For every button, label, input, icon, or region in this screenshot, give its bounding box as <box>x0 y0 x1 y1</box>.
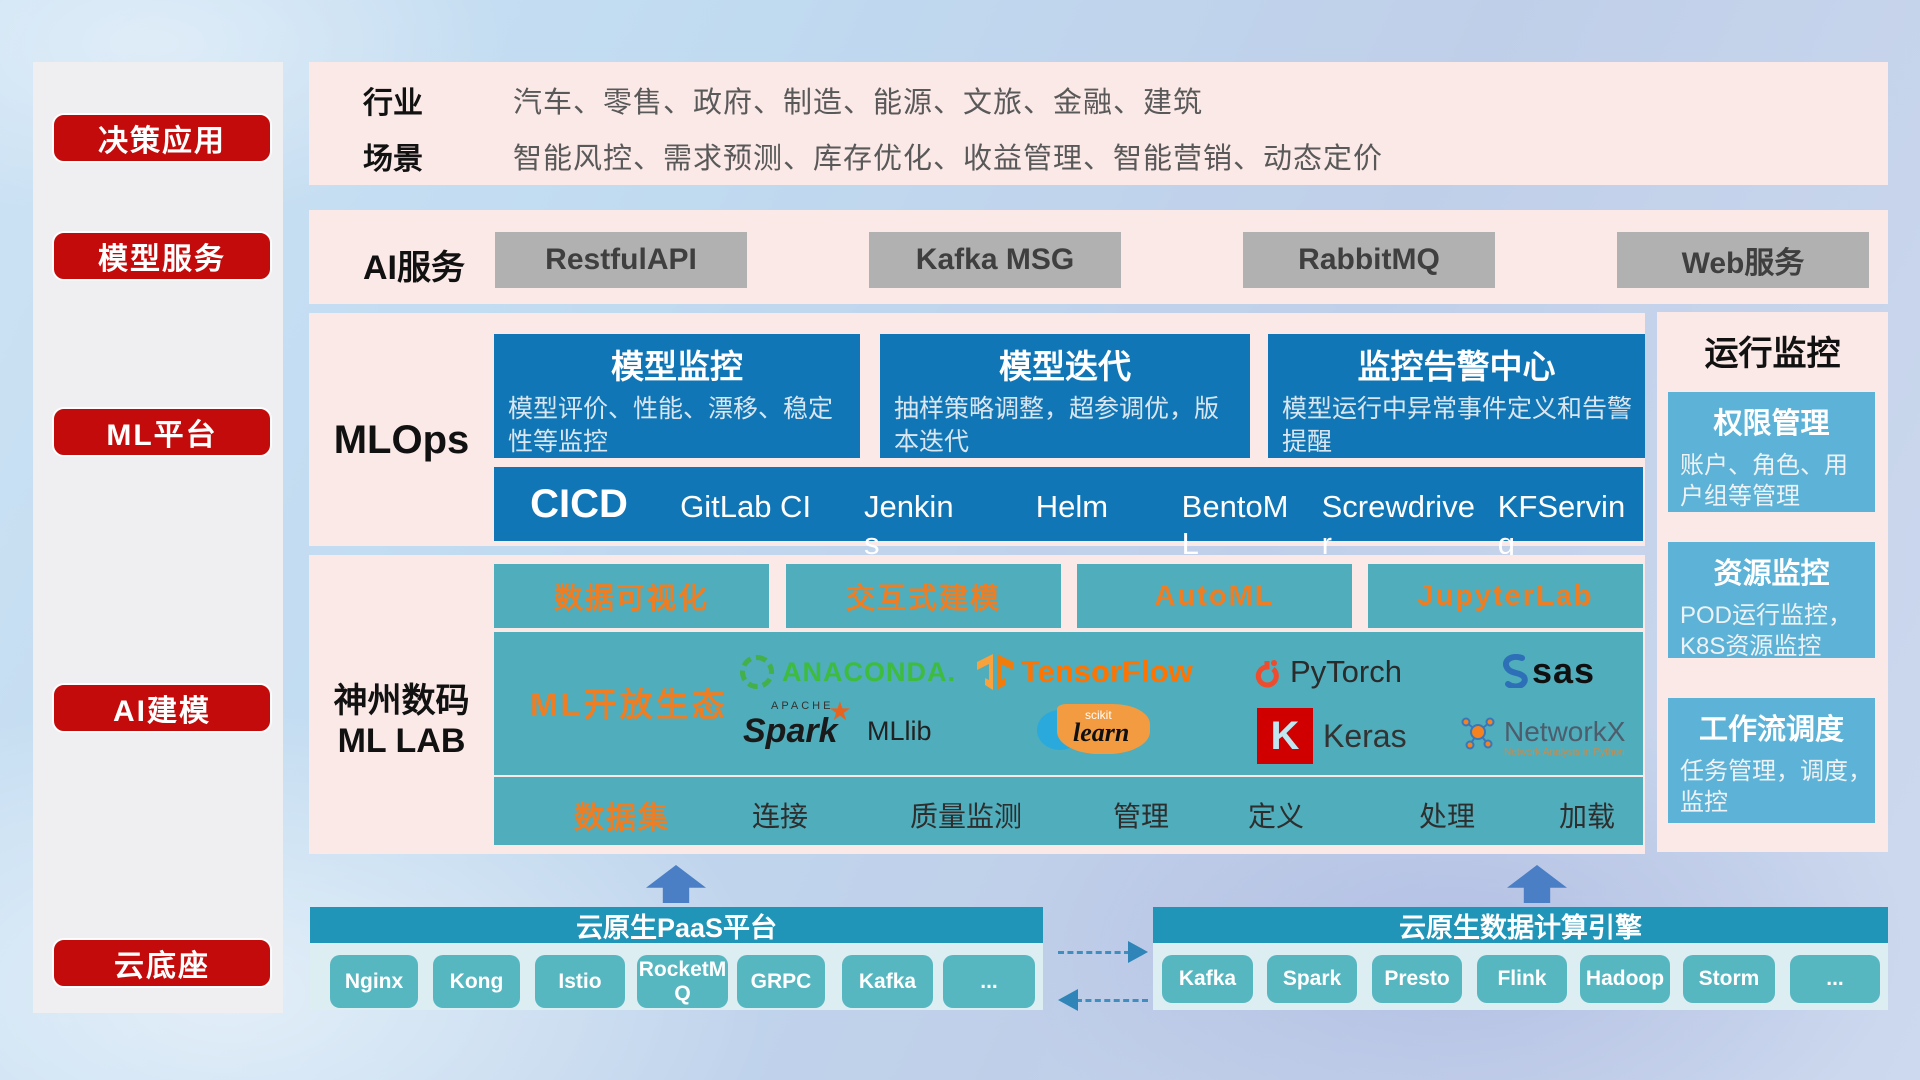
alert-center-desc: 模型运行中异常事件定义和告警提醒 <box>1282 395 1633 456</box>
model-monitor-card: 模型监控 模型评价、性能、漂移、稳定性等监控 <box>494 334 860 458</box>
restful-api-button[interactable]: RestfulAPI <box>495 232 747 288</box>
resource-monitor-card: 资源监控 POD运行监控，K8S资源监控 <box>1668 542 1875 660</box>
hadoop-button[interactable]: Hadoop <box>1580 955 1670 1003</box>
model-monitor-title: 模型监控 <box>611 348 743 385</box>
cicd-label: CICD <box>530 481 628 526</box>
mlops-label: MLOps <box>333 418 470 462</box>
dashed-arrow-right-head <box>1128 941 1148 963</box>
istio-button[interactable]: Istio <box>535 955 625 1008</box>
runtime-monitor-panel: 运行监控 权限管理 账户、角色、用户组等管理 资源监控 POD运行监控，K8S资… <box>1657 312 1888 852</box>
ai-service-panel: AI服务 RestfulAPI Kafka MSG RabbitMQ Web服务 <box>309 210 1888 304</box>
more-right-button[interactable]: ... <box>1790 955 1880 1003</box>
dashed-arrow-left-head <box>1058 989 1078 1011</box>
dashed-arrow-right-icon <box>1058 951 1130 954</box>
dataset-label: 数据集 <box>574 802 670 835</box>
model-iteration-title: 模型迭代 <box>999 348 1131 385</box>
industry-scene-panel: 行业 汽车、零售、政府、制造、能源、文旅、金融、建筑 场景 智能风控、需求预测、… <box>309 62 1888 185</box>
tensorflow-icon <box>975 652 1015 692</box>
scikit-learn-logo: scikit learn <box>1037 704 1150 754</box>
dataset-item-load: 加载 <box>1559 801 1616 832</box>
spark-logo: APACHE Spark ★ <box>743 696 852 750</box>
sidebar-item-decision-app[interactable]: 决策应用 <box>52 113 272 163</box>
anaconda-icon <box>740 655 774 689</box>
tensorflow-logo: TensorFlow <box>975 652 1193 692</box>
model-iteration-desc: 抽样策略调整，超参调优，版本迭代 <box>894 395 1220 456</box>
nginx-button[interactable]: Nginx <box>330 955 418 1008</box>
keras-icon: K <box>1257 708 1313 764</box>
sidebar-item-ai-modeling[interactable]: AI建模 <box>52 683 272 733</box>
dataset-item-define: 定义 <box>1247 801 1305 832</box>
mlops-panel: MLOps 模型监控 模型评价、性能、漂移、稳定性等监控 模型迭代 抽样策略调整… <box>309 313 1645 561</box>
automl-button[interactable]: AutoML <box>1077 564 1352 628</box>
ml-eco-label: ML开放生态 <box>530 686 728 723</box>
paas-header: 云原生PaaS平台 <box>310 907 1043 943</box>
pytorch-icon <box>1250 655 1284 689</box>
alert-center-card: 监控告警中心 模型运行中异常事件定义和告警提醒 <box>1268 334 1645 458</box>
workflow-card: 工作流调度 任务管理，调度，监控 <box>1668 698 1875 823</box>
grpc-button[interactable]: GRPC <box>737 955 825 1008</box>
dataset-bar: 数据集 连接 质量监测 管理 定义 处理 加载 <box>494 777 1643 845</box>
sidebar-item-model-service[interactable]: 模型服务 <box>52 231 272 281</box>
ai-service-label: AI服务 <box>363 249 465 287</box>
runtime-monitor-title: 运行监控 <box>1704 335 1841 373</box>
scikit-orange-blob <box>1057 704 1150 754</box>
keras-logo: K Keras <box>1257 708 1407 764</box>
mllib-logo: MLlib <box>867 716 932 746</box>
sidebar <box>33 62 283 1013</box>
networkx-icon <box>1458 712 1498 752</box>
ml-open-ecosystem-box: ML开放生态 ANACONDA. TensorFlow PyTorch <box>494 632 1643 775</box>
alert-center-title: 监控告警中心 <box>1357 348 1556 385</box>
cicd-item-helm: Helm <box>1035 489 1109 524</box>
presto-button[interactable]: Presto <box>1372 955 1462 1003</box>
model-monitor-desc: 模型评价、性能、漂移、稳定性等监控 <box>508 395 834 456</box>
spark-button[interactable]: Spark <box>1267 955 1357 1003</box>
paas-up-arrow-icon <box>646 865 706 903</box>
sas-logo: sas <box>1500 650 1595 692</box>
engine-header: 云原生数据计算引擎 <box>1153 907 1888 943</box>
pytorch-logo: PyTorch <box>1250 654 1402 690</box>
data-visualization-button[interactable]: 数据可视化 <box>494 564 769 628</box>
dataset-item-process: 处理 <box>1418 801 1476 832</box>
cicd-item-gitlab-ci: GitLab CI <box>680 489 812 524</box>
dashed-arrow-left-icon <box>1076 999 1148 1002</box>
kafka-right-button[interactable]: Kafka <box>1162 955 1253 1003</box>
permission-card: 权限管理 账户、角色、用户组等管理 <box>1668 392 1875 512</box>
sas-icon <box>1500 654 1530 690</box>
rocketmq-button[interactable]: RocketMQ <box>637 955 728 1008</box>
dataset-item-quality: 质量监测 <box>909 801 1023 832</box>
kafka-msg-button[interactable]: Kafka MSG <box>869 232 1121 288</box>
sidebar-item-ml-platform[interactable]: ML平台 <box>52 407 272 457</box>
dataset-item-connect: 连接 <box>751 801 809 832</box>
anaconda-logo: ANACONDA. <box>740 655 956 689</box>
spark-star-icon: ★ <box>828 696 852 726</box>
engine-up-arrow-icon <box>1507 865 1567 903</box>
networkx-logo: NetworkX Network Analysis in Python <box>1458 712 1625 758</box>
scene-values: 智能风控、需求预测、库存优化、收益管理、智能营销、动态定价 <box>513 143 1384 175</box>
kong-button[interactable]: Kong <box>433 955 520 1008</box>
interactive-modeling-button[interactable]: 交互式建模 <box>786 564 1061 628</box>
flink-button[interactable]: Flink <box>1477 955 1567 1003</box>
rabbitmq-button[interactable]: RabbitMQ <box>1243 232 1495 288</box>
scene-label: 场景 <box>363 143 423 176</box>
industry-values: 汽车、零售、政府、制造、能源、文旅、金融、建筑 <box>513 87 1204 119</box>
mllab-label-line2: ML LAB <box>337 722 466 760</box>
more-left-button[interactable]: ... <box>943 955 1035 1008</box>
web-service-button[interactable]: Web服务 <box>1617 232 1869 288</box>
dataset-item-manage: 管理 <box>1112 801 1170 832</box>
kafka-left-button[interactable]: Kafka <box>842 955 933 1008</box>
mllab-panel: 神州数码 ML LAB 数据可视化 交互式建模 AutoML JupyterLa… <box>309 555 1645 854</box>
jupyterlab-button[interactable]: JupyterLab <box>1368 564 1643 628</box>
sidebar-item-cloud-base[interactable]: 云底座 <box>52 938 272 988</box>
storm-button[interactable]: Storm <box>1683 955 1775 1003</box>
mllab-label-line1: 神州数码 <box>333 682 470 720</box>
model-iteration-card: 模型迭代 抽样策略调整，超参调优，版本迭代 <box>880 334 1250 458</box>
industry-label: 行业 <box>363 87 423 120</box>
